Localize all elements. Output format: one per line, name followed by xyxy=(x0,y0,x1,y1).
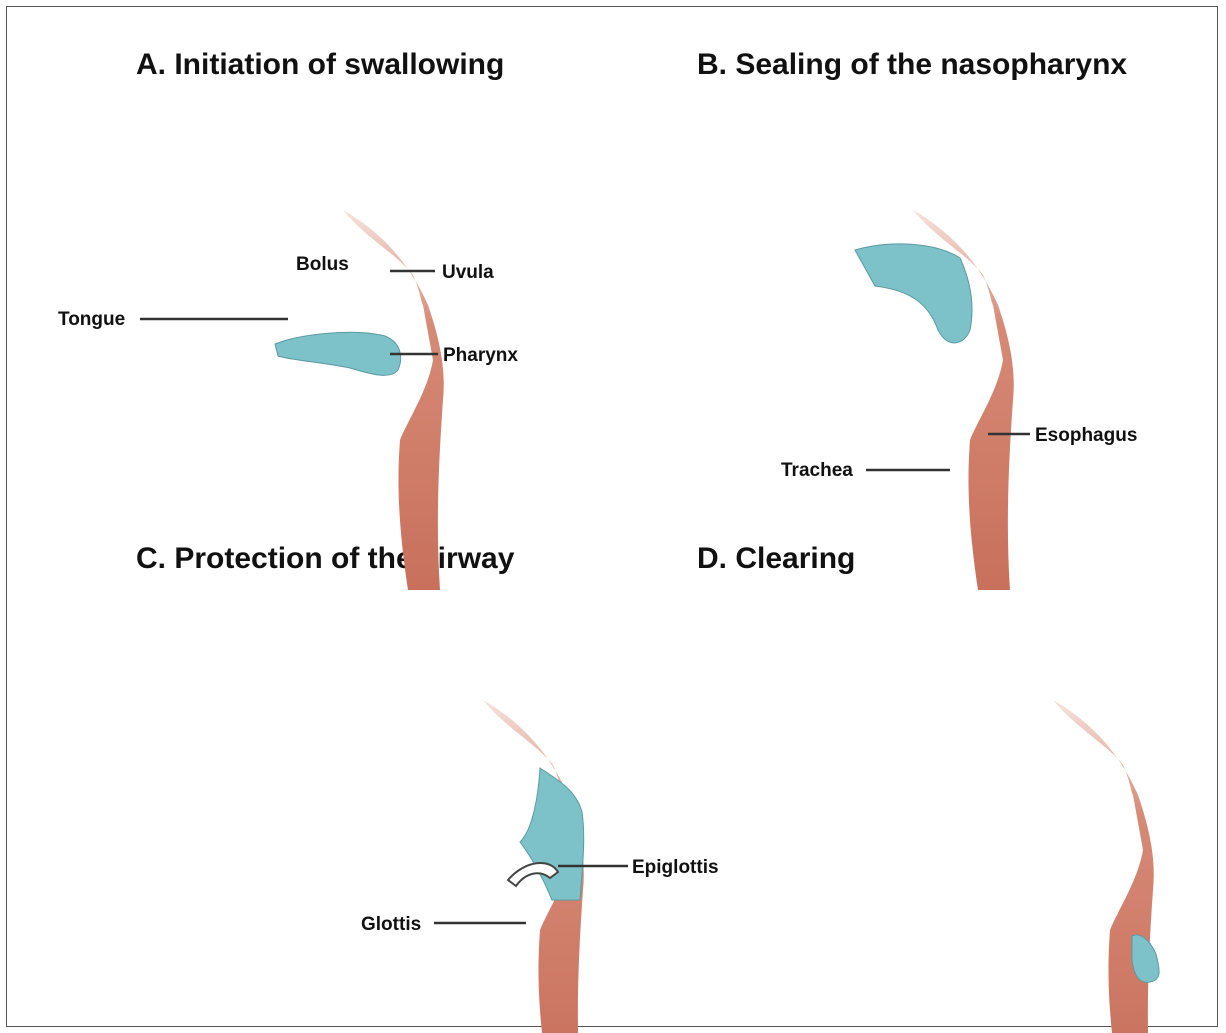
panel-b-diagram: Esophagus Trachea xyxy=(670,90,1170,530)
panel-c-title: C. Protection of the airway xyxy=(136,544,514,574)
panel-a-diagram: Tongue Bolus Uvula Pharynx xyxy=(100,90,560,530)
epiglottis-label: Epiglottis xyxy=(632,857,719,878)
head-section-anatomy xyxy=(1053,700,1154,1033)
bolus xyxy=(275,332,401,375)
panel-d-title: D. Clearing xyxy=(697,544,855,574)
bolus xyxy=(1132,935,1159,982)
bolus xyxy=(855,244,972,343)
tongue-label: Tongue xyxy=(58,309,125,330)
uvula-label: Uvula xyxy=(442,262,494,283)
panel-b-title: B. Sealing of the nasopharynx xyxy=(697,50,1127,80)
pharynx-wall xyxy=(1053,700,1154,1033)
bolus-label: Bolus xyxy=(296,254,349,275)
glottis-label: Glottis xyxy=(361,914,421,935)
pharynx-label: Pharynx xyxy=(443,345,518,366)
esophagus-label: Esophagus xyxy=(1035,425,1137,446)
panel-c-diagram: Epiglottis Glottis xyxy=(240,580,760,1000)
panel-a-title: A. Initiation of swallowing xyxy=(136,50,504,80)
bolus xyxy=(520,768,584,900)
trachea-label: Trachea xyxy=(781,460,853,481)
panel-d-diagram xyxy=(810,580,1210,1000)
